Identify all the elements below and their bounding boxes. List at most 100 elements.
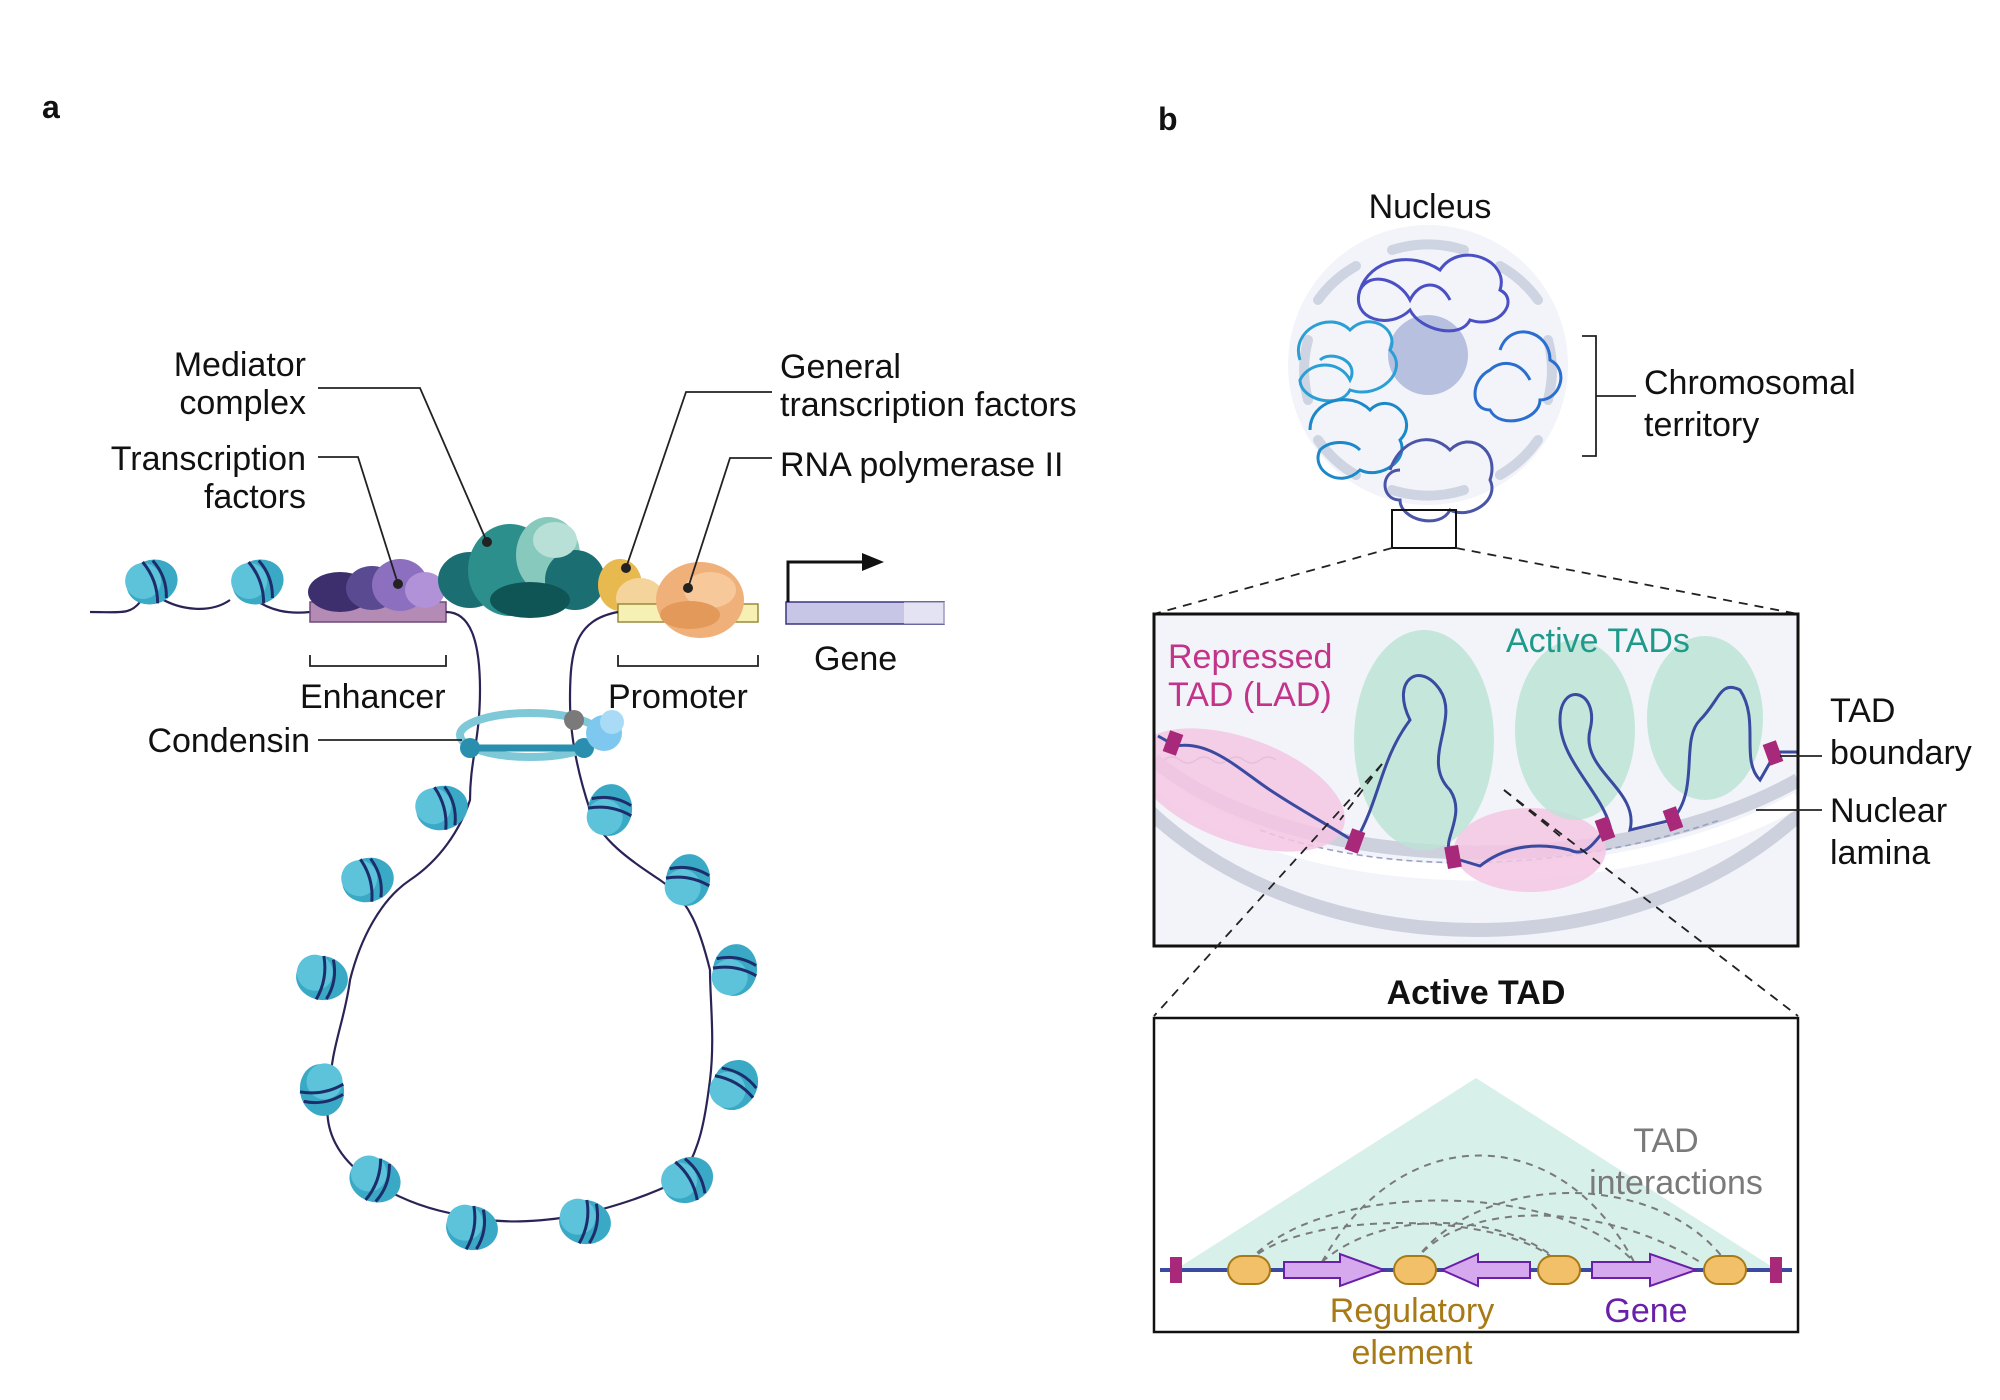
dna-loop xyxy=(326,610,714,1223)
nucleosome-icon xyxy=(415,785,468,831)
repressed-tad-region xyxy=(1154,728,1345,852)
regulatory-element-icon xyxy=(1393,1255,1437,1285)
nucleosome-icon xyxy=(446,1204,498,1251)
regulatory-element-icon xyxy=(1703,1255,1747,1285)
tad-boundary-label-2: boundary xyxy=(1830,734,1972,772)
chromatin-fiber xyxy=(1157,674,1798,868)
tad-triangle xyxy=(1178,1078,1774,1268)
active-tad-region xyxy=(1354,630,1494,850)
nucleosome-icon xyxy=(125,559,178,605)
tss-arrowhead-icon xyxy=(862,553,884,571)
nucleosome-icon xyxy=(711,944,758,996)
nucleosome-icon xyxy=(231,559,284,605)
chromosome-territory-2 xyxy=(1296,320,1398,403)
nucleosome-icon xyxy=(349,1155,401,1203)
mediator-complex-icon xyxy=(438,517,605,618)
rna-polymerase-ii-icon xyxy=(656,562,744,638)
panel-a: a xyxy=(42,89,1077,1251)
zoom2-line-left-inner xyxy=(1339,763,1383,821)
nucleosome-icon xyxy=(559,1198,611,1245)
gtf-label: General xyxy=(780,348,901,386)
zoom2-line-left xyxy=(1153,763,1383,1017)
active-tad-panel: TAD interactions Regulatory Gene xyxy=(1152,1016,1800,1334)
tad-boundary-marker xyxy=(1770,1257,1782,1283)
gene-fade xyxy=(904,602,946,624)
enhancer-label: Enhancer xyxy=(300,678,446,716)
gtf-label-2: transcription factors xyxy=(780,386,1077,424)
gene-arrow-icon xyxy=(1591,1252,1700,1288)
regulatory-element-label: Regulatory xyxy=(1330,1292,1494,1330)
loop-nucleosomes xyxy=(296,784,759,1251)
zoom-box xyxy=(1391,509,1457,549)
chromosomal-territory-label-2: territory xyxy=(1644,406,1759,444)
nucleosome-icon xyxy=(709,1059,759,1111)
nucleus-label: Nucleus xyxy=(1369,188,1492,226)
nuclear-lamina-label-2: lamina xyxy=(1830,834,1930,872)
nucleosome-icon xyxy=(664,854,711,906)
polii-leader xyxy=(687,457,772,589)
polii-label: RNA polymerase II xyxy=(780,446,1063,484)
tss-arrow-icon xyxy=(786,560,862,602)
enhancer-bracket xyxy=(309,655,447,667)
condensin-icon xyxy=(456,709,624,761)
zoom-line-left xyxy=(1153,547,1393,615)
tad-boundary-marker xyxy=(1170,1257,1182,1283)
gtf-leader xyxy=(625,391,772,569)
tf-label: Transcription xyxy=(111,440,306,478)
regulatory-element-label-2: element xyxy=(1352,1334,1474,1372)
tad-boundary-label: TAD xyxy=(1830,692,1895,730)
tad-boundary-marker xyxy=(1762,740,1784,766)
mediator-label-2: complex xyxy=(179,384,306,422)
gene-label: Gene xyxy=(814,640,897,678)
panel-a-letter: a xyxy=(42,89,60,125)
dna-strand-left xyxy=(89,595,311,614)
tad-boundary-marker xyxy=(1162,730,1184,756)
transcription-factors-icon xyxy=(308,559,445,612)
active-tad-region-3 xyxy=(1647,636,1763,800)
chromosome-territory-4 xyxy=(1473,330,1563,423)
territory-bracket xyxy=(1582,335,1597,457)
tad-boundary-marker xyxy=(1594,816,1616,842)
nucleosome-icon xyxy=(661,1156,714,1204)
tad-boundary-marker xyxy=(1662,806,1684,832)
regulatory-element-icon xyxy=(1537,1255,1581,1285)
active-tad-title: Active TAD xyxy=(1387,974,1566,1012)
zoom-line-right xyxy=(1455,547,1799,615)
mediator-leader xyxy=(318,387,488,543)
nucleolus xyxy=(1388,315,1468,395)
gene-label: Gene xyxy=(1604,1292,1687,1330)
repressed-tad-region-2 xyxy=(1454,808,1606,892)
chromosome-territory-1 xyxy=(1356,253,1510,333)
active-tads-label: Active TADs xyxy=(1506,622,1690,660)
nucleosome-icon xyxy=(586,784,633,836)
promoter-bracket xyxy=(617,655,759,667)
nucleus-diagram xyxy=(1288,225,1568,549)
gene-arrow-icon xyxy=(1439,1252,1531,1288)
nucleosome-icon xyxy=(299,1063,345,1116)
panel-b: b Nucleus Chromos xyxy=(1152,101,1972,1372)
tf-leader xyxy=(318,456,399,585)
nucleosome-icon xyxy=(296,954,348,1001)
mediator-label: Mediator xyxy=(174,346,306,384)
tad-interaction-arcs xyxy=(1247,1154,1727,1263)
repressed-tad-label-2: TAD (LAD) xyxy=(1168,676,1332,714)
active-tad-region-2 xyxy=(1515,640,1635,820)
tf-label-2: factors xyxy=(204,478,306,516)
tad-boundary-marker xyxy=(1344,828,1366,854)
chromosome-territory-3 xyxy=(1308,398,1408,480)
gene-arrow-icon xyxy=(1283,1252,1387,1288)
nuclear-lamina-label: Nuclear xyxy=(1830,792,1947,830)
nucleosome-icon xyxy=(341,857,394,903)
condensin-label: Condensin xyxy=(147,722,310,760)
zoom2-line-right xyxy=(1503,789,1799,1017)
tad-interactions-label-2: interactions xyxy=(1589,1164,1763,1202)
chromosomal-territory-label: Chromosomal xyxy=(1644,364,1856,402)
tad-boundary-marker xyxy=(1444,844,1462,870)
panel-b-letter: b xyxy=(1158,101,1178,137)
promoter-label: Promoter xyxy=(608,678,748,716)
zoom2-line-right-inner xyxy=(1503,789,1561,837)
repressed-tad-label: Repressed xyxy=(1168,638,1332,676)
regulatory-element-icon xyxy=(1227,1255,1271,1285)
chromosome-territory-5 xyxy=(1383,438,1494,523)
